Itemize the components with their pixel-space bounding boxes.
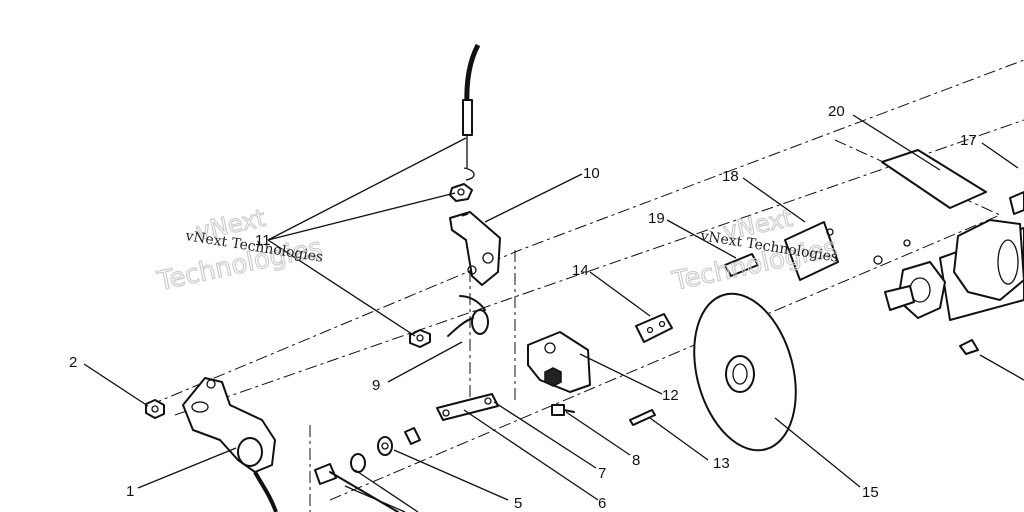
small-clips (873, 239, 979, 355)
callout-1: 1 (126, 483, 134, 500)
set-screw (551, 404, 575, 416)
callout-10: 10 (583, 165, 600, 182)
cable-nut (449, 183, 473, 202)
callout-12: 12 (662, 387, 679, 404)
callout-17: 17 (960, 132, 977, 149)
mounting-plate (182, 377, 278, 512)
callout-7: 7 (598, 465, 606, 482)
watermark-right: vNext Technologies vNext Technologies (669, 203, 841, 297)
callout-2: 2 (69, 354, 77, 371)
assembly-center-lines (149, 59, 1024, 512)
roll-pin (629, 409, 656, 426)
callout-labels: 1 2 5 6 7 8 9 10 11 12 13 14 15 17 18 19… (69, 103, 977, 512)
hex-nut (145, 399, 165, 419)
callout-5: 5 (514, 495, 522, 512)
callout-13: 13 (713, 455, 730, 472)
callout-18: 18 (722, 168, 739, 185)
callout-14: 14 (572, 262, 589, 279)
callout-6: 6 (598, 495, 606, 512)
callout-19: 19 (648, 210, 665, 227)
bracket-part (449, 211, 501, 286)
hinge-bracket (784, 221, 839, 281)
callout-11: 11 (255, 232, 271, 249)
callout-20: 20 (828, 103, 845, 120)
hub-assembly (884, 191, 1024, 321)
control-cable (462, 43, 481, 181)
watermark-left: vNext Technologies vNext Technologies (154, 203, 326, 297)
lock-nut (409, 329, 431, 348)
callout-9: 9 (372, 377, 380, 394)
spring-part (447, 295, 489, 337)
pivot-block (527, 331, 591, 393)
spacer-pin (724, 253, 759, 277)
cover-plate (881, 149, 987, 209)
clip-bracket (635, 313, 673, 343)
drive-disc (693, 292, 797, 452)
link-arm (436, 393, 499, 421)
callout-8: 8 (632, 452, 640, 469)
hardware-stack (314, 427, 421, 512)
callout-15: 15 (862, 484, 879, 501)
leader-lines (83, 114, 1024, 512)
